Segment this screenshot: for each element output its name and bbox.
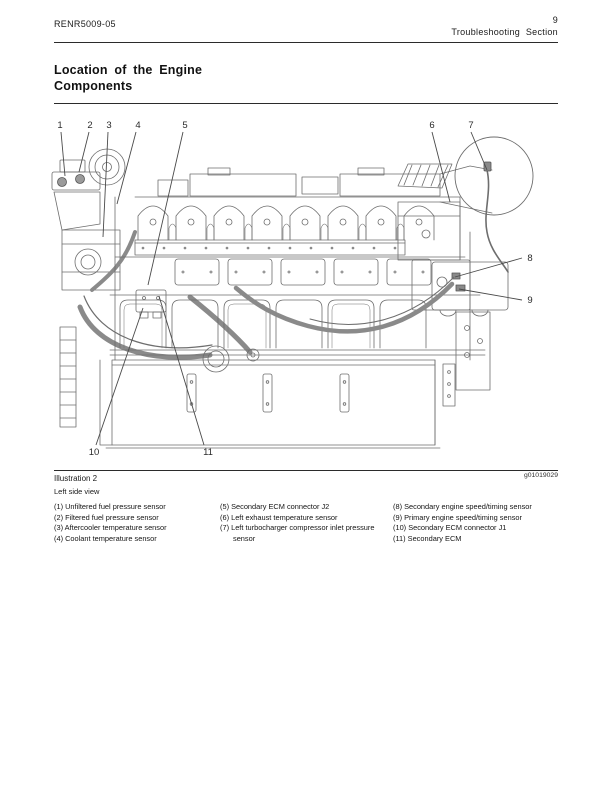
callout-numbers: 1 2 3 4 5 6 7 8 9 10 11 — [57, 120, 532, 458]
legend-item: (3) Aftercooler temperature sensor — [54, 523, 167, 533]
callout-7: 7 — [468, 120, 473, 131]
legend-item: (2) Filtered fuel pressure sensor — [54, 512, 159, 522]
legend-item: (7) Left turbocharger compressor inlet p… — [220, 523, 375, 543]
legend-item: (9) Primary engine speed/timing sensor — [393, 512, 522, 522]
callout-5: 5 — [182, 120, 187, 131]
page-number: 9 — [552, 15, 558, 25]
engine-diagram: 1 2 3 4 5 6 7 8 9 10 11 — [51, 120, 534, 458]
callout-10: 10 — [89, 447, 100, 458]
figure-id: g01019029 — [523, 472, 558, 479]
legend-column-2: (5) Secondary ECM connector J2 (6) Left … — [220, 502, 393, 544]
legend-column-1: (1) Unfiltered fuel pressure sensor (2) … — [54, 502, 220, 544]
caption-rule — [54, 470, 558, 471]
legend-item: (10) Secondary ECM connector J1 — [393, 523, 507, 533]
legend-item: (11) Secondary ECM — [393, 533, 462, 543]
legend: (1) Unfiltered fuel pressure sensor (2) … — [54, 502, 558, 544]
callout-2: 2 — [87, 120, 92, 131]
illustration-caption: Illustration 2 — [54, 474, 98, 483]
callout-1: 1 — [57, 120, 62, 131]
legend-column-3: (8) Secondary engine speed/timing sensor… — [393, 502, 558, 544]
legend-item: (6) Left exhaust temperature sensor — [220, 512, 338, 522]
callout-11: 11 — [203, 447, 213, 458]
legend-item: (4) Coolant temperature sensor — [54, 533, 157, 543]
view-label: Left side view — [54, 487, 100, 496]
doc-number: RENR5009-05 — [54, 19, 116, 29]
legend-item: (8) Secondary engine speed/timing sensor — [393, 502, 532, 511]
section-title: Troubleshooting Section — [451, 27, 558, 37]
callout-3: 3 — [106, 120, 111, 131]
header-rule — [54, 42, 558, 43]
header-right: 9 Troubleshooting Section — [451, 15, 558, 37]
callout-4: 4 — [135, 120, 140, 131]
callout-leaders — [60, 131, 523, 446]
callout-9: 9 — [527, 295, 532, 306]
legend-item: (1) Unfiltered fuel pressure sensor — [54, 502, 166, 511]
callout-6: 6 — [429, 120, 434, 131]
legend-item: (5) Secondary ECM connector J2 — [220, 502, 330, 511]
page-title: Location of the Engine Components — [54, 63, 203, 93]
title-rule — [54, 103, 558, 104]
callout-8: 8 — [527, 253, 532, 264]
